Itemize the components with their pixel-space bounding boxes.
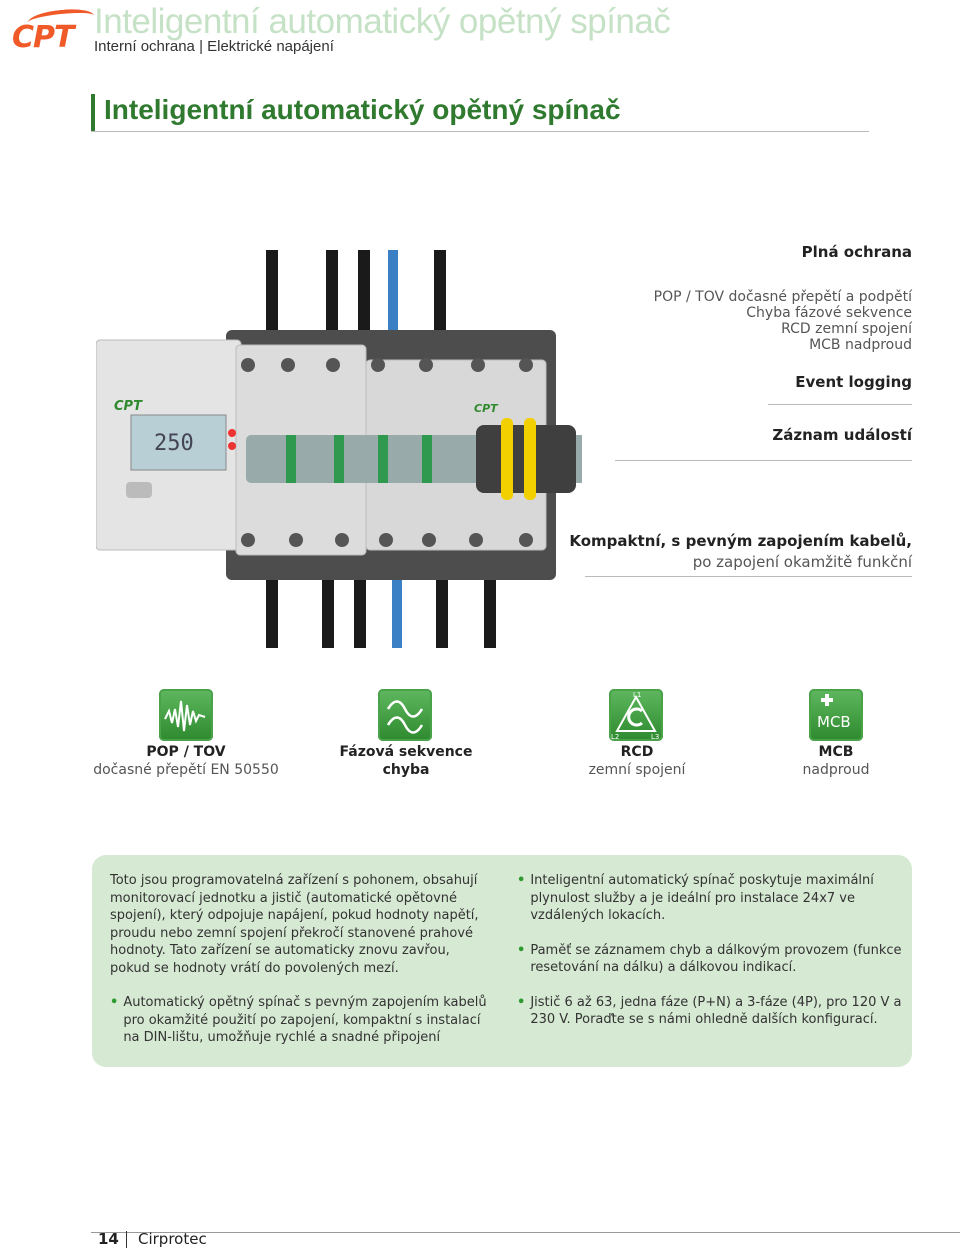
mcb-icon: MCB: [809, 689, 863, 741]
cpt-logo: CPT: [10, 6, 95, 55]
info-right-bullet: • Inteligentní automatický spínač poskyt…: [517, 872, 902, 925]
logo-text: CPT: [12, 20, 74, 55]
icon-title-rcd: RCD: [620, 744, 654, 760]
info-left-bullet-text: Automatický opětný spínač s pevným zapoj…: [123, 995, 487, 1045]
icon-title-phase: Fázová sekvence: [339, 744, 473, 760]
protection-list: POP / TOV dočasné přepětí a podpětí Chyb…: [654, 289, 912, 353]
feature-compact: Kompaktní, s pevným zapojením kabelů, po…: [569, 532, 912, 570]
phase-sequence-icon: [378, 689, 432, 741]
info-left-bullet: • Automatický opětný spínač s pevným zap…: [110, 994, 490, 1047]
section-divider: [91, 131, 869, 132]
divider-log: [615, 460, 912, 461]
protection-item: RCD zemní spojení: [781, 321, 912, 337]
info-right-column: • Inteligentní automatický spínač poskyt…: [517, 872, 902, 1046]
icon-sub-mcb: nadproud: [802, 762, 870, 778]
icon-sub-tov: dočasné přepětí EN 50550: [93, 762, 279, 778]
protection-item: POP / TOV dočasné přepětí a podpětí: [653, 289, 912, 305]
info-right-bullet-text: Jistič 6 až 63, jedna fáze (P+N) a 3-fáz…: [530, 994, 902, 1028]
product-image: 250 CPT CPT: [96, 250, 582, 648]
section-title: Inteligentní automatický opětný spínač: [104, 94, 621, 125]
tov-icon: [159, 689, 213, 741]
protection-heading: Plná ochrana: [801, 243, 912, 261]
feature-event-sub: Záznam událostí: [772, 426, 912, 444]
bullet-icon: •: [517, 942, 526, 958]
mcb-glyph: MCB: [817, 713, 851, 731]
lcd-value: 250: [154, 431, 194, 456]
device-brand-1: CPT: [114, 399, 143, 414]
header-title: Inteligentní automatický opětný spínač: [94, 2, 671, 41]
info-right-bullet: • Paměť se záznamem chyb a dálkovým prov…: [517, 942, 902, 977]
footer-separator: [126, 1231, 127, 1248]
device-brand-2: CPT: [474, 402, 499, 415]
icon-title-tov: POP / TOV: [146, 744, 226, 760]
compact-line-1: Kompaktní, s pevným zapojením kabelů,: [569, 532, 912, 550]
info-right-bullet: • Jistič 6 až 63, jedna fáze (P+N) a 3-f…: [517, 994, 902, 1029]
footer-divider: [91, 1232, 960, 1250]
feature-protection: Plná ochrana: [802, 243, 912, 261]
rcd-icon: L1 L2 L3: [609, 689, 663, 741]
info-right-bullet-text: Inteligentní automatický spínač poskytuj…: [530, 873, 874, 923]
header-subtitle: Interní ochrana | Elektrické napájení: [94, 38, 334, 55]
divider-compact: [585, 576, 912, 577]
section-accent-bar: [91, 94, 95, 131]
icon-title-mcb: MCB: [818, 744, 854, 760]
feature-event: Event logging: [795, 373, 912, 391]
protection-item: Chyba fázové sekvence: [746, 305, 912, 321]
rcd-label-l2: L2: [611, 733, 619, 741]
icon-sub-phase: chyba: [382, 762, 430, 778]
page-number: 14: [98, 1230, 119, 1248]
info-left-column: Toto jsou programovatelná zařízení s poh…: [110, 872, 490, 1047]
protection-item: MCB nadproud: [809, 337, 912, 353]
info-left-paragraph: Toto jsou programovatelná zařízení s poh…: [110, 873, 479, 976]
info-right-bullet-text: Paměť se záznamem chyb a dálkovým provoz…: [530, 942, 902, 976]
rcd-label-l3: L3: [651, 733, 659, 741]
bullet-icon: •: [110, 995, 119, 1010]
icon-sub-rcd: zemní spojení: [588, 762, 686, 778]
divider-event: [768, 404, 912, 405]
bullet-icon: •: [517, 873, 526, 888]
event-sub: Záznam událostí: [772, 426, 912, 444]
compact-line-2: po zapojení okamžitě funkční: [692, 553, 912, 571]
info-box: Toto jsou programovatelná zařízení s poh…: [92, 855, 912, 1067]
event-heading: Event logging: [795, 373, 912, 391]
footer-brand: Cirprotec: [138, 1230, 207, 1248]
bullet-icon: •: [517, 994, 526, 1010]
rcd-label-l1: L1: [633, 691, 641, 699]
